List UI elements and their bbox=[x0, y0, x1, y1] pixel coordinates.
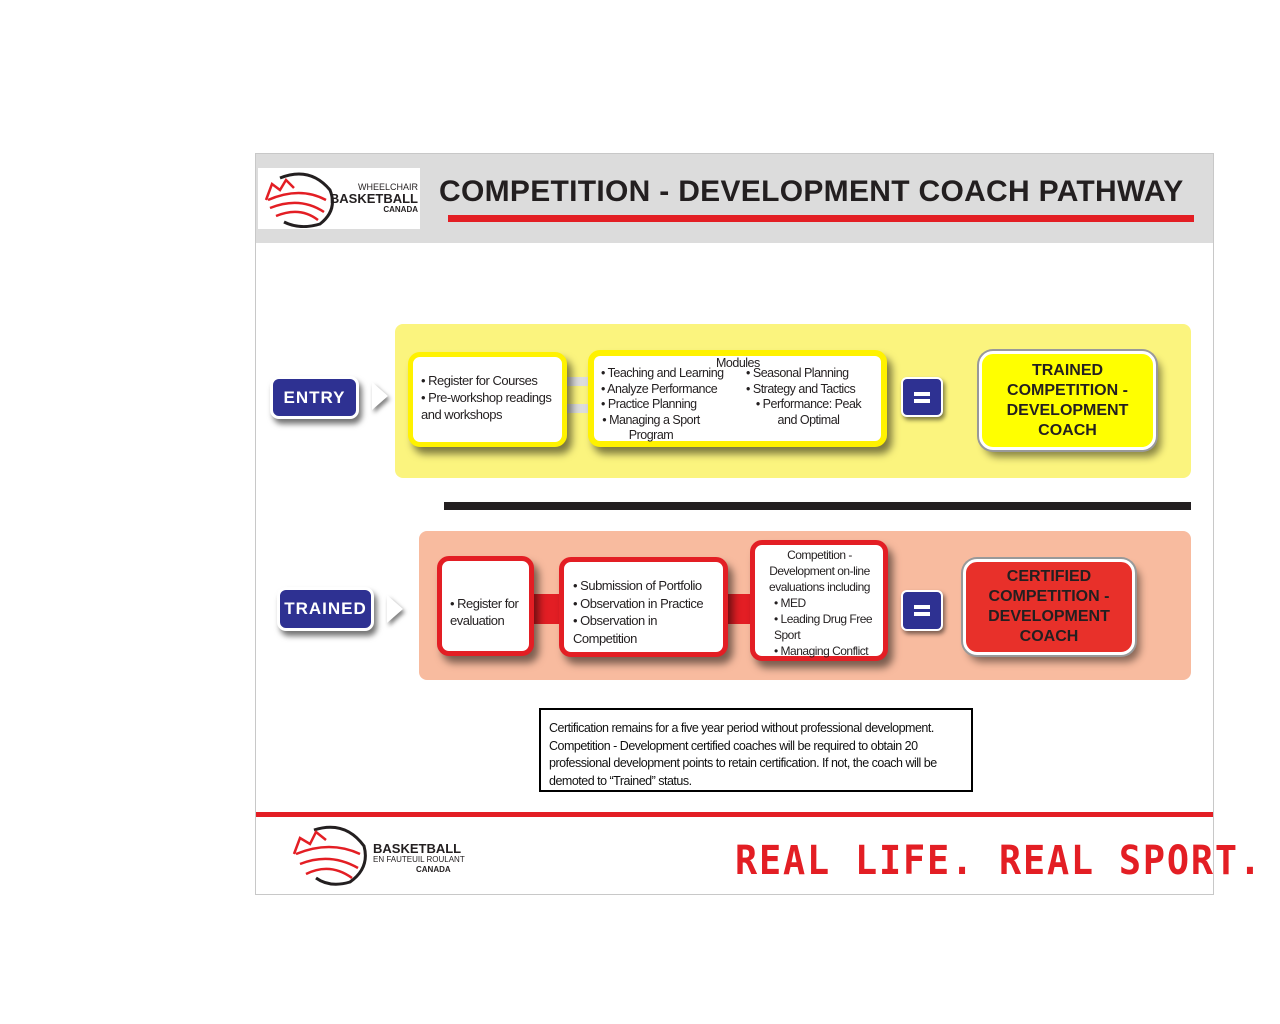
step-register-evaluation: Register for evaluation bbox=[437, 556, 534, 656]
basketball-en-fauteuil-logo: BASKETBALL EN FAUTEUIL ROULANT CANADA bbox=[290, 822, 465, 886]
page-title: COMPETITION - DEVELOPMENT COACH PATHWAY bbox=[439, 175, 1184, 208]
logo-text: WHEELCHAIR bbox=[357, 182, 418, 192]
arrow-icon bbox=[387, 595, 403, 623]
basketball-maple-leaf-icon bbox=[292, 825, 367, 886]
arrow-icon bbox=[372, 382, 388, 410]
arrow-icon bbox=[370, 602, 388, 616]
list-item: Observation in Practice bbox=[573, 595, 723, 613]
list-item: Register for evaluation bbox=[450, 595, 529, 629]
trained-label: TRAINED bbox=[277, 587, 374, 631]
divider bbox=[444, 502, 1191, 510]
logo-text: BASKETBALL bbox=[329, 191, 418, 206]
trained-coach-result: TRAINED COMPETITION - DEVELOPMENT COACH bbox=[979, 351, 1156, 450]
list-item: Teaching and Learning bbox=[601, 366, 741, 382]
list-item: Submission of Portfolio bbox=[573, 577, 723, 595]
slogan: REAL LIFE. REAL SPORT. bbox=[735, 838, 1263, 884]
wheelchair-basketball-logo: WHEELCHAIR BASKETBALL CANADA bbox=[258, 168, 420, 229]
title-underline bbox=[448, 215, 1194, 222]
connector bbox=[533, 594, 561, 624]
list-item: Observation in Competition bbox=[573, 612, 703, 647]
modules-left-list: Teaching and Learning Analyze Performanc… bbox=[601, 366, 741, 444]
step-online-evaluations: Competition - Development on-line evalua… bbox=[750, 540, 888, 661]
list-item: Managing Conflict bbox=[774, 643, 879, 659]
step-portfolio-observation: Submission of PortfolioObservation in Pr… bbox=[559, 557, 728, 657]
list-item: Practice Planning bbox=[601, 397, 741, 413]
step-modules: Modules Teaching and Learning Analyze Pe… bbox=[588, 350, 887, 447]
list-item: Managing a Sport Program bbox=[601, 413, 701, 444]
connector bbox=[566, 404, 590, 413]
footer-divider bbox=[256, 812, 1213, 817]
logo-text: BASKETBALL bbox=[373, 841, 462, 856]
step-register-courses: Register for CoursesPre-workshop reading… bbox=[408, 352, 567, 447]
logo-text: EN FAUTEUIL ROULANT bbox=[373, 855, 465, 864]
certified-coach-result: CERTIFIED COMPETITION - DEVELOPMENT COAC… bbox=[963, 559, 1135, 655]
evaluations-intro: Competition - Development on-line evalua… bbox=[769, 548, 870, 594]
list-item: Performance: Peak and Optimal bbox=[746, 397, 871, 428]
list-item: Strategy and Tactics bbox=[746, 382, 871, 398]
list-item: Register for Courses bbox=[421, 372, 562, 389]
arrow-icon bbox=[355, 389, 373, 403]
list-item: Analyze Performance bbox=[601, 382, 741, 398]
list-item: Seasonal Planning bbox=[746, 366, 871, 382]
certification-note: Certification remains for a five year pe… bbox=[539, 708, 973, 792]
list-item: Pre-workshop readings and workshops bbox=[421, 389, 562, 423]
logo-text: CANADA bbox=[383, 205, 418, 214]
basketball-maple-leaf-icon bbox=[264, 172, 334, 228]
equals-icon bbox=[901, 377, 943, 417]
equals-icon bbox=[901, 590, 943, 631]
connector bbox=[566, 377, 590, 386]
modules-right-list: Seasonal Planning Strategy and Tactics P… bbox=[746, 366, 871, 428]
list-item: Leading Drug Free Sport bbox=[774, 611, 879, 643]
entry-label: ENTRY bbox=[270, 376, 359, 419]
logo-text: CANADA bbox=[416, 865, 451, 874]
connector bbox=[727, 594, 752, 624]
list-item: MED bbox=[774, 595, 879, 611]
